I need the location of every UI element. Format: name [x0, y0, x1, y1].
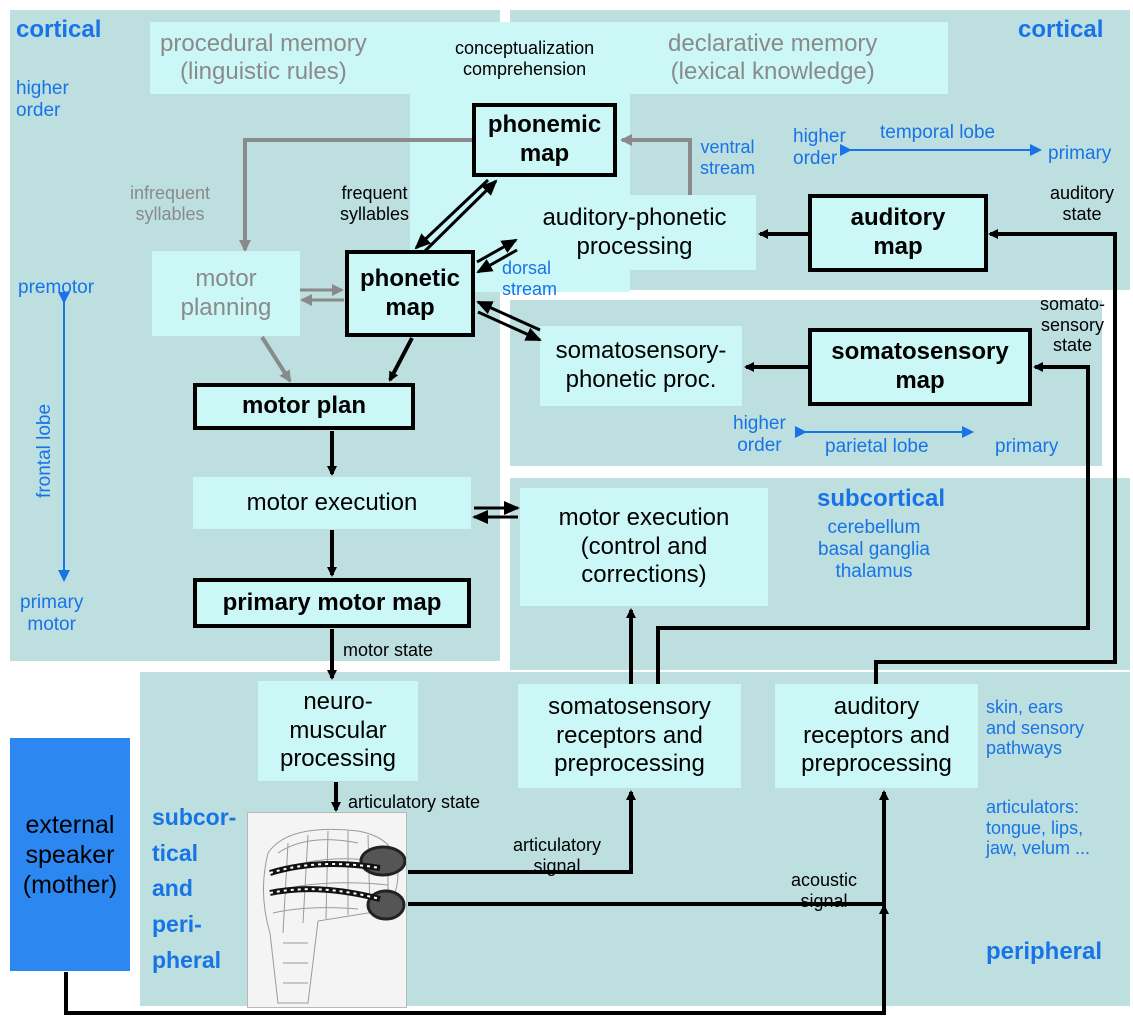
- auditory-state-arrow: [874, 229, 1117, 684]
- somatosensory-phonetic-text: somatosensory- phonetic proc.: [555, 337, 727, 393]
- procedural-memory-band: [150, 22, 410, 94]
- external-speaker-text: external speaker (mother): [22, 810, 118, 899]
- articulatory-signal-arrow: [408, 790, 636, 874]
- motor-execution-control-text: motor execution (control and corrections…: [558, 503, 730, 589]
- subcortical-list-label: cerebellum basal ganglia thalamus: [818, 517, 930, 582]
- motor-execution-box: motor execution: [193, 477, 471, 529]
- higher-order-left-label: higher order: [16, 78, 69, 121]
- articulatory-state-label: articulatory state: [348, 792, 481, 812]
- motor-plan-text: motor plan: [242, 392, 366, 420]
- primary-motor-map-box: primary motor map: [193, 578, 471, 628]
- infrequent-syllables-label: infrequent syllables: [130, 183, 211, 224]
- phonetic-auditory-arrow-a: [476, 238, 518, 264]
- auditory-receptors-text: auditory receptors and preprocessing: [801, 692, 952, 778]
- parietal-lobe-label: parietal lobe: [825, 436, 929, 457]
- frequent-syllables-label: frequent syllables: [340, 183, 410, 224]
- articulators-label: articulators: tongue, lips, jaw, velum .…: [986, 797, 1091, 859]
- temporal-lobe-label: temporal lobe: [880, 122, 996, 143]
- procedural-memory-label: procedural memory (linguistic rules): [160, 30, 367, 85]
- auditory-map-text: auditory map: [850, 204, 946, 260]
- conceptualization-label: conceptualization comprehension: [455, 38, 595, 79]
- phonemic-map-box: phonemic map: [472, 103, 617, 177]
- somatosensory-receptors-text: somatosensory receptors and preprocessin…: [548, 692, 711, 778]
- neuromuscular-box: neuro- muscular processing: [258, 681, 418, 781]
- ventral-stream-arrow: [620, 134, 692, 195]
- primary-motor-label: primary motor: [20, 592, 84, 635]
- motor-planning-text: motor planning: [180, 264, 272, 321]
- speaker-signal-arrow: [64, 904, 889, 1015]
- phonemic-map-text: phonemic map: [487, 111, 602, 167]
- infrequent-syllables-arrow: [239, 138, 472, 252]
- acoustic-signal-arrow: [408, 790, 889, 906]
- somatosensory-map-box: somatosensory map: [808, 328, 1032, 406]
- somato-phonetic-arrow-b: [476, 300, 541, 332]
- neuromuscular-text: neuro- muscular processing: [279, 687, 397, 773]
- planning-to-plan-arrow: [260, 335, 292, 383]
- phonetic-somato-arrow-a: [477, 310, 542, 342]
- declarative-memory-label: declarative memory (lexical knowledge): [668, 30, 878, 85]
- dorsal-stream-label: dorsal stream: [502, 258, 558, 299]
- motor-plan-box: motor plan: [193, 383, 415, 430]
- somatosensory-receptors-box: somatosensory receptors and preprocessin…: [518, 684, 741, 788]
- auditory-receptors-box: auditory receptors and preprocessing: [775, 684, 978, 788]
- vocal-tract-model-image: [247, 812, 407, 1008]
- auditory-phonetic-box: auditory-phonetic processing: [513, 195, 756, 270]
- auditory-map-box: auditory map: [808, 194, 988, 272]
- somato-state-label: somato- sensory state: [1040, 294, 1106, 356]
- phonetic-map-text: phonetic map: [360, 264, 460, 321]
- motor-planning-box: motor planning: [152, 251, 300, 336]
- motor-state-label: motor state: [343, 640, 434, 660]
- cortical-right-label: cortical: [1018, 16, 1104, 43]
- cortical-left-label: cortical: [16, 16, 102, 43]
- somatosensory-map-text: somatosensory map: [831, 338, 1009, 394]
- peripheral-label: peripheral: [986, 938, 1103, 965]
- premotor-label: premotor: [18, 277, 95, 298]
- sensory-pathways-label: skin, ears and sensory pathways: [986, 697, 1085, 759]
- vocal-tract-wireframe: [263, 828, 407, 1004]
- phonetic-phonemic-arrow-b: [422, 179, 498, 254]
- phonetic-to-motorplan-arrow: [388, 337, 414, 382]
- somatosensory-phonetic-box: somatosensory- phonetic proc.: [540, 326, 742, 406]
- external-speaker-box: external speaker (mother): [10, 738, 130, 971]
- auditory-state-label: auditory state: [1050, 183, 1115, 224]
- primary-motor-map-text: primary motor map: [222, 588, 442, 616]
- somato-state-arrow: [656, 362, 1090, 684]
- temporal-primary-label: primary: [1048, 143, 1112, 164]
- motor-execution-text: motor execution: [246, 488, 418, 516]
- ventral-stream-label: ventral stream: [700, 137, 756, 178]
- auditory-phonetic-arrow-b: [476, 248, 518, 274]
- subcortical-peripheral-label: subcor- tical and peri- pheral: [152, 804, 237, 973]
- parietal-primary-label: primary: [995, 436, 1059, 457]
- temporal-higher-order-label: higher order: [793, 126, 846, 169]
- auditory-phonetic-text: auditory-phonetic processing: [542, 203, 727, 260]
- phonemic-phonetic-arrow-a: [414, 178, 490, 250]
- phonetic-map-box: phonetic map: [345, 250, 475, 337]
- parietal-higher-order-label: higher order: [733, 413, 786, 456]
- subcortical-label: subcortical: [817, 485, 946, 512]
- declarative-memory-band: [628, 22, 948, 94]
- motor-execution-control-box: motor execution (control and corrections…: [520, 488, 768, 606]
